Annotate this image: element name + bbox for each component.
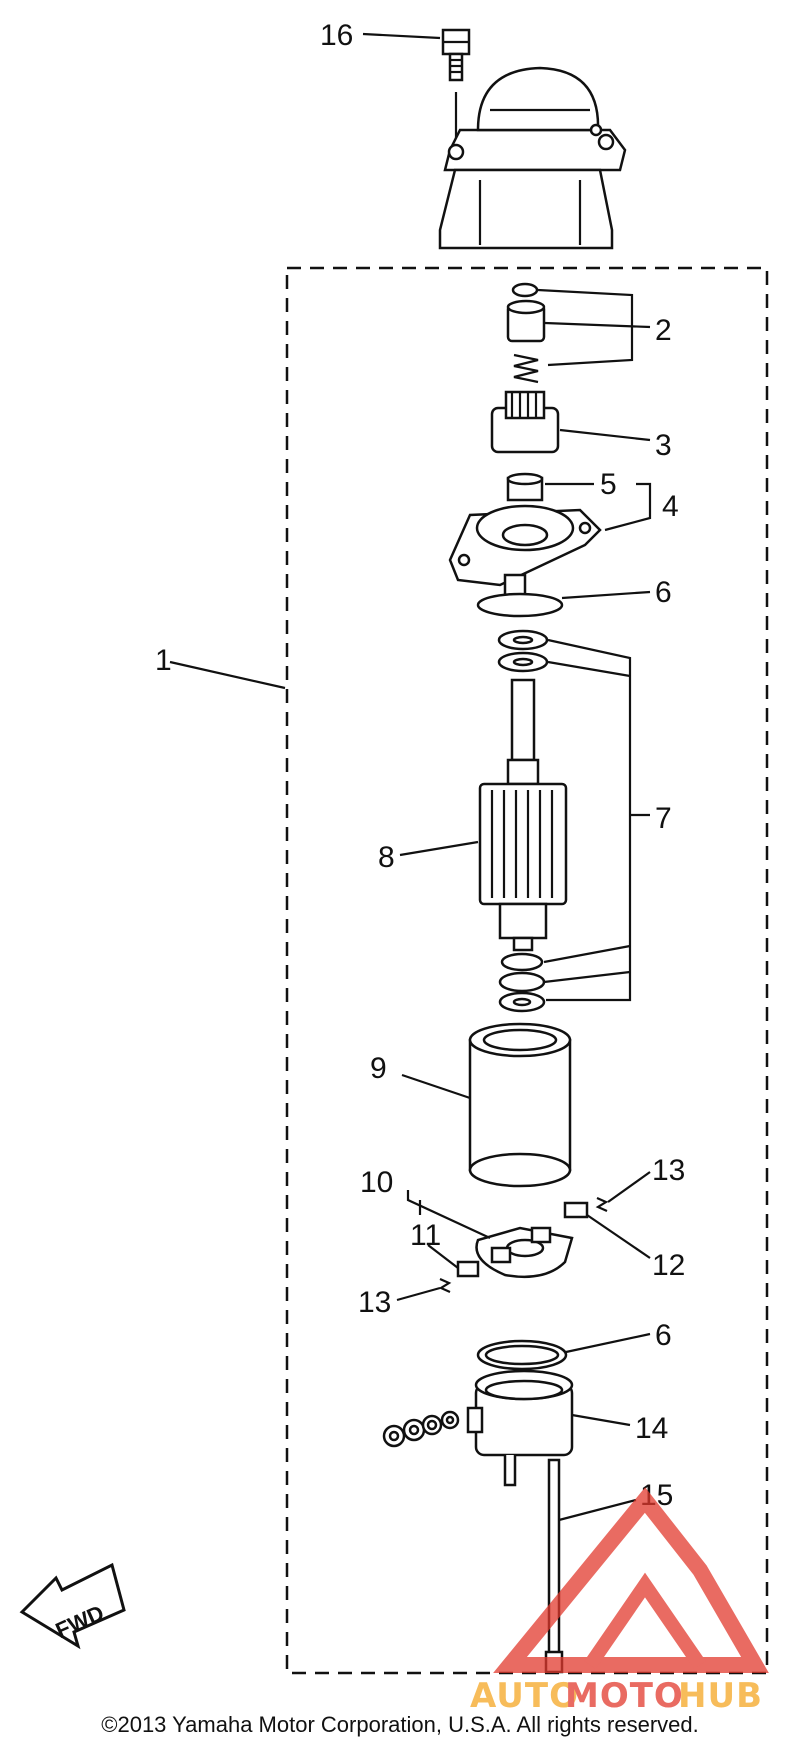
label-6-bottom: 6 [655, 1319, 672, 1352]
top-bracket [438, 66, 627, 250]
leader-lines [169, 32, 652, 1522]
part-11-brush [456, 1260, 480, 1278]
label-6-top: 6 [655, 576, 672, 609]
part-7-washers-top [497, 629, 549, 673]
label-3: 3 [655, 429, 672, 462]
label-11: 11 [410, 1219, 441, 1252]
part-12-brush [563, 1201, 589, 1219]
part-6-o-ring-top [476, 592, 564, 618]
part-13-spring-bottom [438, 1277, 452, 1294]
part-6-o-ring-bottom [476, 1339, 568, 1371]
label-13-bottom: 13 [358, 1286, 391, 1319]
part-4-front-bracket [448, 504, 602, 599]
part-10-brush-holder [475, 1226, 574, 1279]
part-9-yoke [468, 1022, 572, 1188]
label-16: 16 [320, 19, 353, 52]
part-7-washers-bottom [498, 952, 546, 1013]
part-8-armature [478, 678, 568, 952]
label-4: 4 [662, 490, 679, 523]
part-3-pinion-gear [490, 390, 560, 454]
label-1: 1 [155, 644, 172, 677]
label-12: 12 [652, 1249, 685, 1282]
label-10: 10 [360, 1166, 393, 1199]
label-13-top: 13 [652, 1154, 685, 1187]
part-13-spring-top [595, 1196, 609, 1213]
watermark-hub: HUB [678, 1676, 763, 1716]
fwd-arrow: FWD [19, 1562, 126, 1650]
label-2: 2 [655, 314, 672, 347]
terminal-nuts [382, 1410, 460, 1448]
watermark-auto: AUTO [470, 1676, 579, 1716]
label-14: 14 [635, 1412, 668, 1445]
part-2-clip-collar-spring [506, 282, 546, 384]
label-8: 8 [378, 841, 395, 874]
copyright-notice: ©2013 Yamaha Motor Corporation, U.S.A. A… [101, 1712, 699, 1737]
watermark-moto: MOTO [565, 1676, 684, 1716]
label-5: 5 [600, 468, 617, 501]
label-7: 7 [655, 802, 672, 835]
part-5-bushing [506, 472, 544, 502]
part-15-through-bolt [544, 1458, 564, 1674]
watermark-logo: AUTO MOTO HUB [470, 1487, 769, 1716]
label-9: 9 [370, 1052, 387, 1085]
part-14-rear-cover [382, 1369, 574, 1487]
